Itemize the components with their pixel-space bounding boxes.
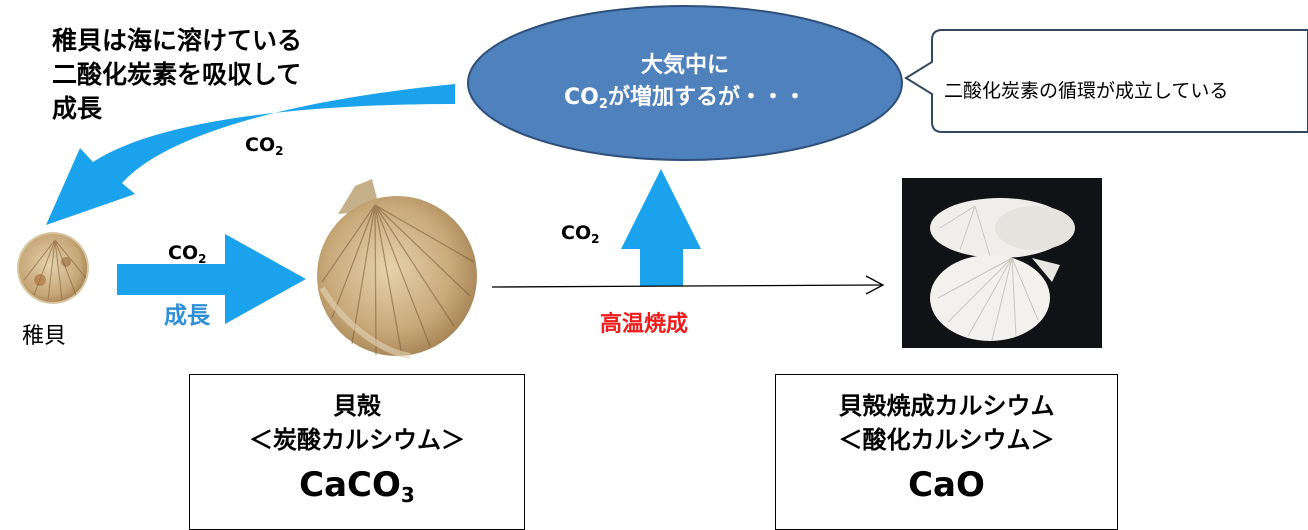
co2-label-growth: CO2: [168, 242, 206, 266]
formula-base: CaCO: [299, 465, 401, 505]
co2-subscript: 2: [198, 252, 207, 266]
atmosphere-line1: 大気中に: [640, 53, 729, 78]
co2-emission-arrow: [621, 169, 701, 286]
shell-box-sub: ＜炭酸カルシウム＞: [249, 426, 465, 454]
calcination-label: 高温焼成: [600, 312, 689, 337]
co2-text: CO: [245, 134, 276, 156]
growth-label: 成長: [164, 303, 210, 329]
juvenile-note-line: 二酸化炭素を吸収して: [52, 60, 302, 89]
calcined-shell-image: [930, 198, 1075, 341]
co2-subscript: 2: [591, 232, 600, 246]
atmosphere-co2: CO: [564, 85, 599, 110]
callout-bubble: [904, 29, 1308, 133]
growth-arrow: [117, 234, 306, 324]
juvenile-note-line: 成長: [52, 94, 103, 123]
atmosphere-line2: CO2が増加するが・・・: [540, 82, 830, 121]
scallop-shell-image: [317, 179, 477, 359]
shell-box-name: 貝殻: [333, 392, 381, 420]
atmosphere-label: 大気中に CO2が増加するが・・・: [540, 50, 830, 121]
co2-subscript: 2: [275, 144, 284, 158]
co2-text: CO: [168, 242, 199, 264]
callout-text: 二酸化炭素の循環が成立している: [944, 80, 1229, 102]
co2-label-absorption: CO2: [245, 134, 283, 158]
atmosphere-line2-text: が増加するが・・・: [607, 85, 806, 110]
formula-subscript: 3: [400, 483, 415, 507]
juvenile-note: 稚貝は海に溶けている 二酸化炭素を吸収して 成長: [52, 24, 362, 126]
calcined-box-name: 貝殻焼成カルシウム: [838, 392, 1055, 420]
co2-text: CO: [561, 222, 592, 244]
calcined-box-formula: CaO: [908, 465, 985, 505]
calcination-arrow-head: [865, 275, 885, 295]
juvenile-label: 稚貝: [22, 324, 67, 349]
shell-box: 貝殻 ＜炭酸カルシウム＞ CaCO3: [189, 374, 525, 530]
calcined-box: 貝殻焼成カルシウム ＜酸化カルシウム＞ CaO: [775, 374, 1118, 530]
juvenile-scallop-image: [17, 232, 89, 304]
atmosphere-co2-subscript: 2: [598, 97, 608, 112]
juvenile-note-line: 稚貝は海に溶けている: [52, 26, 303, 55]
co2-label-emission: CO2: [561, 222, 599, 246]
atmosphere-ellipse: [467, 5, 903, 161]
co2-absorption-arrow: [46, 84, 455, 225]
calcination-arrow-line: [491, 284, 882, 288]
shell-box-formula: CaCO3: [190, 461, 524, 519]
calcined-box-sub: ＜酸化カルシウム＞: [838, 426, 1055, 454]
